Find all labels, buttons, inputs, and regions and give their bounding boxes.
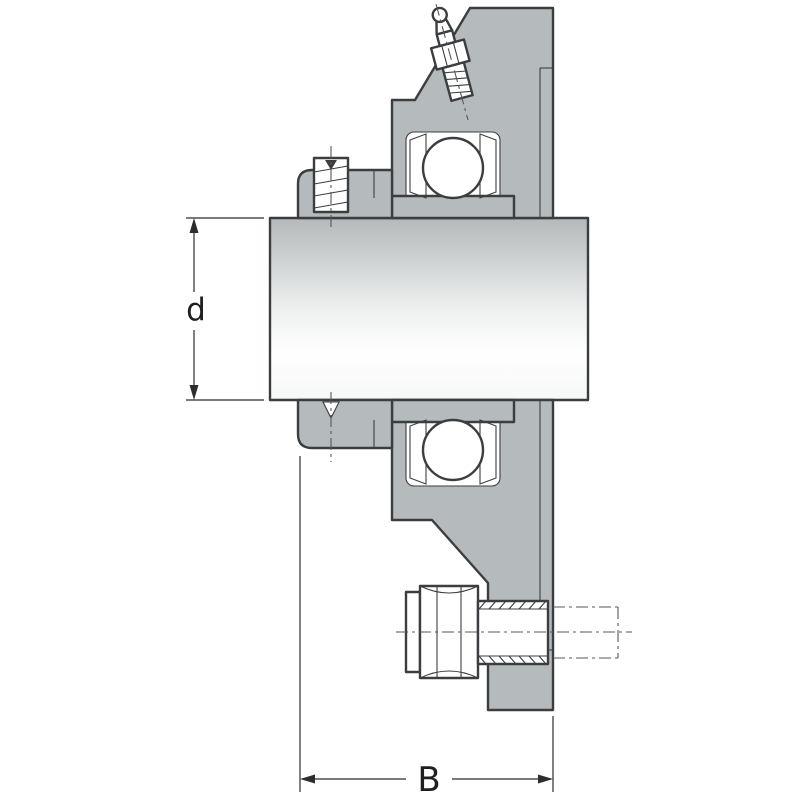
dimension-b-label: B xyxy=(417,760,440,800)
bearing-ball-bottom xyxy=(421,418,485,482)
arrowhead-down xyxy=(189,385,199,400)
seal-top-left xyxy=(409,133,427,199)
seal-top-right xyxy=(479,133,497,199)
inner-ring-bottom xyxy=(390,398,516,424)
bolt-threads xyxy=(478,600,548,665)
arrowhead-left xyxy=(300,774,315,784)
collar-bottom xyxy=(296,398,394,450)
arrowhead-right xyxy=(538,774,553,784)
inner-ring-top xyxy=(390,194,516,220)
dimension-b: B xyxy=(299,456,554,800)
seal-bottom-left xyxy=(409,419,427,485)
flange-step-lines-top xyxy=(539,67,553,218)
bearing-ball-top xyxy=(421,136,485,200)
grease-fitting-tip xyxy=(431,6,448,24)
shaft xyxy=(268,216,590,402)
bolt-phantom-outline xyxy=(553,606,619,659)
mounting-bolt xyxy=(396,584,632,680)
dimension-d-label: d xyxy=(186,292,206,328)
arrowhead-up xyxy=(189,218,199,233)
grease-fitting-centerline xyxy=(435,3,469,121)
seal-bottom-right xyxy=(479,419,497,485)
dimension-d: d xyxy=(186,217,264,401)
